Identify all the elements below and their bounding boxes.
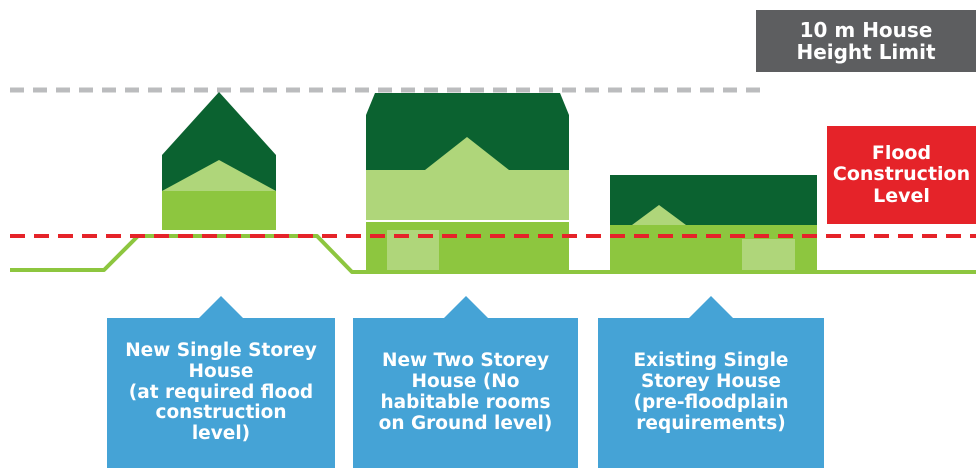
height-limit-label-line-2: Height Limit [796,40,936,64]
house-2-gable [425,137,509,170]
callout-1-line-4: construction [155,402,287,424]
house-existing-single-storey [610,175,817,270]
flood-label-line-2: Construction [832,163,971,186]
callout-1-line-1: New Single Storey [125,339,317,361]
height-limit-label-line-1: 10 m House [799,17,933,42]
callout-3-line-2: Storey House [641,371,781,393]
callout-2-line-2: House (No [411,371,520,393]
flood-label-line-3: Level [873,184,930,207]
house-3-roof [610,175,817,225]
house-3-gable [632,205,686,225]
house-2-upper-floor [366,170,569,220]
callout-3-line-3: (pre-floodplain [633,392,789,413]
house-new-single-storey [162,92,276,230]
flood-label-line-1: Flood [871,142,932,165]
callout-1-line-2: House [188,360,254,382]
callout-1-line-5: level) [191,423,251,445]
callout-2-line-3: habitable rooms [380,392,551,413]
callout-2-line-4: on Ground level) [378,412,553,434]
house-2-roof [366,93,569,170]
callout-new-two-storey: New Two Storey House (No habitable rooms… [353,296,578,468]
callout-3-line-4: requirements) [636,412,786,434]
callout-3-line-1: Existing Single [633,350,789,372]
callout-new-single-storey: New Single Storey House (at required flo… [107,296,335,468]
callout-1-line-3: (at required flood [128,381,314,403]
callout-existing-single-storey: Existing Single Storey House (pre-floodp… [598,296,824,468]
height-limit-label: 10 m House Height Limit [756,10,976,72]
house-1-gable [162,160,276,191]
house-new-two-storey [366,93,569,270]
house-3-door [742,239,795,270]
house-1-wall [162,191,276,230]
callout-2-line-1: New Two Storey [382,350,549,372]
flood-construction-level-label: Flood Construction Level [827,126,976,224]
